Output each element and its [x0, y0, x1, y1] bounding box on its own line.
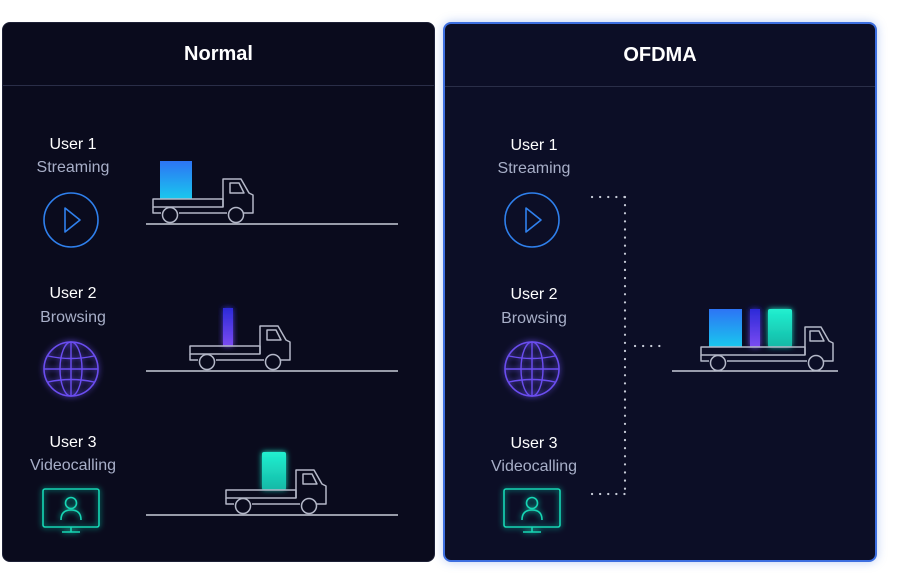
play-icon: [504, 192, 560, 248]
ofdma-user-1-name: User 1: [510, 137, 558, 154]
ofdma-panel: OFDMA User 1 Streaming User 2 Browsing U…: [443, 22, 877, 562]
cargo-videocalling: [768, 309, 792, 347]
normal-user-2-name: User 2: [49, 285, 97, 302]
ofdma-user-1-activity: Streaming: [497, 160, 571, 177]
cargo-streaming: [160, 161, 192, 199]
normal-user-2-activity: Browsing: [40, 309, 106, 326]
normal-panel-title: Normal: [184, 43, 253, 65]
normal-panel: Normal User 1 Streaming User 2 Browsing …: [2, 22, 435, 562]
normal-user-3-name: User 3: [49, 434, 97, 451]
globe-icon: [43, 341, 99, 397]
ofdma-user-2-activity: Browsing: [501, 310, 567, 327]
truck-ofdma-combined: [700, 309, 834, 372]
cargo-videocalling: [262, 452, 286, 490]
ofdma-user-2-name: User 2: [510, 286, 558, 303]
ofdma-user-3-activity: Videocalling: [491, 458, 577, 475]
normal-user-1-name: User 1: [49, 136, 97, 153]
normal-user-3-activity: Videocalling: [30, 457, 116, 474]
truck-user-1: [152, 161, 254, 224]
normal-title-divider: [3, 85, 434, 86]
ofdma-user-3-name: User 3: [510, 435, 558, 452]
monitor-user-icon: [42, 488, 100, 533]
play-icon: [43, 192, 99, 248]
truck-user-3: [225, 452, 327, 515]
cargo-streaming: [709, 309, 742, 347]
globe-icon: [504, 341, 560, 397]
ofdma-title-divider: [445, 86, 875, 87]
truck-user-2: [189, 308, 291, 371]
cargo-browsing: [750, 309, 760, 347]
dotted-connector: [590, 195, 663, 496]
monitor-user-icon: [503, 488, 561, 533]
cargo-browsing: [223, 308, 233, 346]
normal-user-1-activity: Streaming: [36, 159, 110, 176]
ofdma-panel-title: OFDMA: [623, 44, 697, 66]
